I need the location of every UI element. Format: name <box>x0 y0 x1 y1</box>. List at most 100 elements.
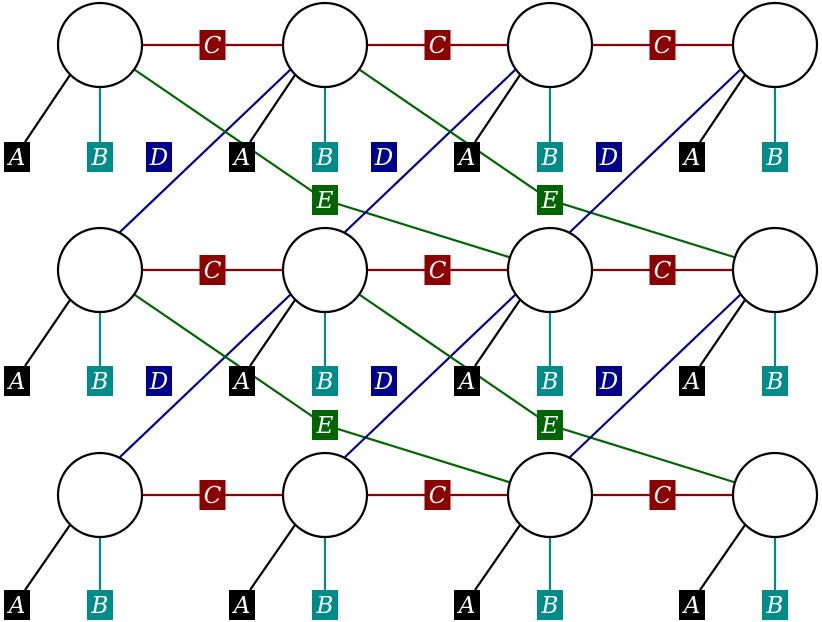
label-b-r3c4: B <box>762 590 788 620</box>
label-b-r1c1-text: B <box>91 145 109 171</box>
label-a-r1c3-box <box>454 142 480 172</box>
label-c-r2c1-text: C <box>204 258 222 284</box>
label-c-r2c2: C <box>424 255 451 285</box>
label-d-r1c1-box <box>146 142 172 172</box>
label-a-r1c4: A <box>679 142 705 172</box>
edge-a-r2c3 <box>474 299 521 367</box>
edge-d-r1c2 <box>344 69 516 233</box>
label-c-r1c3-text: C <box>654 33 672 59</box>
label-c-r1c1-text: C <box>204 33 222 59</box>
label-a-r3c2-text: A <box>232 593 251 619</box>
label-c-r2c3-box <box>649 255 676 285</box>
label-c-r1c2-text: C <box>429 33 447 59</box>
label-a-r2c4-box <box>679 366 705 396</box>
label-c-r3c3: C <box>649 480 676 510</box>
label-a-r2c2-text: A <box>232 369 251 395</box>
edge-a-r3c1 <box>24 524 71 591</box>
label-d-r2c3-box <box>596 366 622 396</box>
label-a-r3c2: A <box>229 590 255 620</box>
label-d-r2c2-box <box>371 366 397 396</box>
label-b-r3c3-box <box>537 590 563 620</box>
label-d-r2c2: D <box>371 366 397 396</box>
label-e-r2c2-text: E <box>541 413 559 439</box>
edge-e2-r1c1 <box>324 198 513 260</box>
edge-a-r1c3 <box>474 74 521 143</box>
edge-d-r2c2 <box>344 294 516 458</box>
node-r2c2 <box>281 226 369 314</box>
label-a-r2c4: A <box>679 366 705 396</box>
label-b-r3c4-box <box>762 590 788 620</box>
label-d-r2c2-text: D <box>374 369 393 395</box>
node-r2c3 <box>506 226 594 314</box>
node-r1c4 <box>731 1 819 89</box>
label-c-r2c3: C <box>649 255 676 285</box>
label-a-r1c4-text: A <box>682 145 701 171</box>
label-a-r2c3: A <box>454 366 480 396</box>
label-c-r1c3: C <box>649 30 676 60</box>
label-b-r1c3-text: B <box>541 145 559 171</box>
label-c-r3c3-text: C <box>654 483 672 509</box>
label-c-r1c1: C <box>199 30 226 60</box>
label-c-r2c2-text: C <box>429 258 447 284</box>
label-a-r1c1-text: A <box>7 145 26 171</box>
label-b-r2c4-box <box>762 366 788 396</box>
label-c-r3c1: C <box>199 480 226 510</box>
label-e-r1c2-text: E <box>541 188 559 214</box>
label-e-r1c1-box <box>312 185 338 215</box>
label-a-r3c1: A <box>4 590 30 620</box>
nodes-layer <box>56 1 819 539</box>
label-a-r3c1-text: A <box>7 593 26 619</box>
edge-a-r2c1 <box>24 299 71 367</box>
node-r3c4 <box>731 451 819 539</box>
edge-e1-r1c1 <box>134 69 326 201</box>
label-a-r1c1: A <box>4 142 30 172</box>
edge-a-r2c2 <box>249 299 296 367</box>
label-d-r1c1: D <box>146 142 172 172</box>
label-d-r1c1-text: D <box>149 145 168 171</box>
label-e-r1c1-text: E <box>316 188 334 214</box>
edge-a-r3c2 <box>249 524 296 591</box>
label-d-r1c3: D <box>596 142 622 172</box>
edge-e1-r2c1 <box>134 294 326 426</box>
edge-d-r2c3 <box>569 294 741 458</box>
label-b-r3c2: B <box>312 590 338 620</box>
label-a-r3c3-box <box>454 590 480 620</box>
label-d-r2c3-text: D <box>599 369 618 395</box>
label-c-r3c2-box <box>424 480 451 510</box>
label-c-r3c1-box <box>199 480 226 510</box>
label-c-r1c2-box <box>424 30 451 60</box>
edge-e2-r2c1 <box>324 423 513 485</box>
label-a-r1c2-box <box>229 142 255 172</box>
edge-e2-r2c2 <box>549 423 738 485</box>
label-a-r3c4: A <box>679 590 705 620</box>
label-e-r1c1: E <box>312 185 338 215</box>
label-d-r2c1-text: D <box>149 369 168 395</box>
label-c-r3c1-text: C <box>204 483 222 509</box>
label-a-r3c1-box <box>4 590 30 620</box>
label-b-r1c3-box <box>537 142 563 172</box>
label-c-r1c3-box <box>649 30 676 60</box>
label-e-r1c2: E <box>537 185 563 215</box>
label-a-r3c4-text: A <box>682 593 701 619</box>
label-a-r1c3: A <box>454 142 480 172</box>
label-b-r2c2-text: B <box>316 369 334 395</box>
label-e-r2c1-box <box>312 410 338 440</box>
label-b-r2c2: B <box>312 366 338 396</box>
label-b-r3c1-box <box>87 590 113 620</box>
edge-a-r2c4 <box>699 299 746 367</box>
edge-e1-r2c2 <box>359 294 551 426</box>
label-b-r1c2-box <box>312 142 338 172</box>
label-c-r2c3-text: C <box>654 258 672 284</box>
label-a-r3c2-box <box>229 590 255 620</box>
node-r3c3 <box>506 451 594 539</box>
label-a-r1c1-box <box>4 142 30 172</box>
label-b-r2c4: B <box>762 366 788 396</box>
label-a-r1c4-box <box>679 142 705 172</box>
label-e-r2c1-text: E <box>316 413 334 439</box>
label-d-r1c2-text: D <box>374 145 393 171</box>
label-d-r1c3-box <box>596 142 622 172</box>
label-b-r3c3-text: B <box>541 593 559 619</box>
label-b-r2c3: B <box>537 366 563 396</box>
